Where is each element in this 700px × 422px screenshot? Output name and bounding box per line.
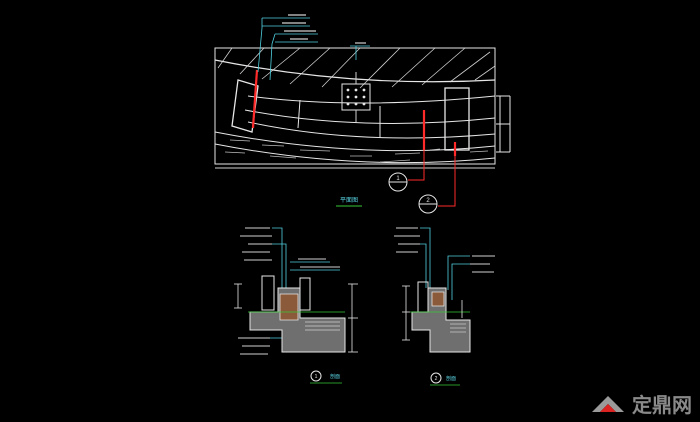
section-2: 2 剖面 (394, 227, 495, 386)
watermark: 定鼎网 (590, 389, 692, 418)
watermark-text: 定鼎网 (632, 393, 692, 417)
section-2-caption: 剖面 (446, 375, 456, 382)
section-2-callout: 2 (435, 376, 438, 382)
red-markers (251, 69, 457, 156)
callout-2-number: 2 (426, 198, 430, 204)
paving-lines (217, 47, 496, 89)
plan-callouts (388, 150, 456, 214)
section-1: 1 剖面 (234, 227, 358, 384)
column-left (231, 79, 259, 133)
plan-view (214, 47, 511, 169)
plan-caption: 平面图 (340, 197, 358, 204)
plan-frame (214, 47, 496, 165)
annotation-text-marks (282, 14, 366, 44)
section-1-caption: 剖面 (330, 373, 340, 380)
leaders (257, 17, 370, 81)
column-right (444, 87, 470, 151)
watermark-logo-icon (592, 395, 624, 412)
callout-1-number: 1 (396, 176, 400, 182)
fixture-dots (346, 88, 366, 106)
section-1-callout: 1 (315, 374, 318, 380)
stone-texture (224, 139, 489, 163)
